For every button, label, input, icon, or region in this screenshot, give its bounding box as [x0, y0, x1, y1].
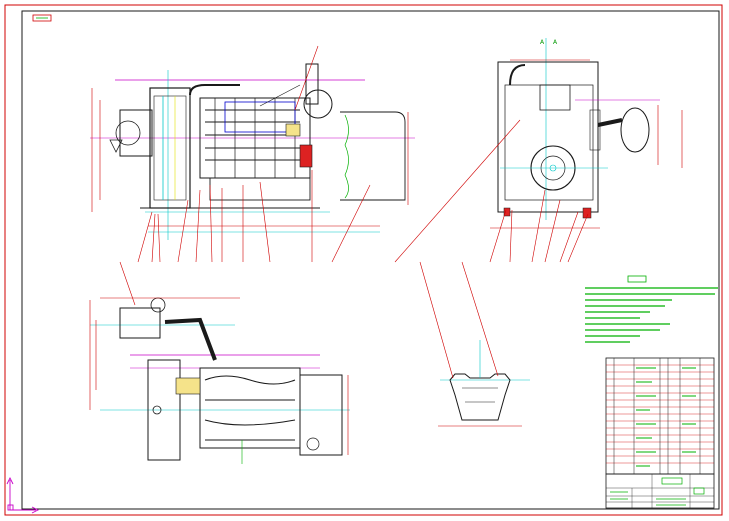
sheet-frame	[4, 4, 723, 516]
section-label-left: A	[540, 39, 545, 46]
technical-notes	[585, 275, 718, 343]
top-view-leader	[119, 261, 136, 306]
title-block	[605, 473, 715, 509]
side-view-callouts	[394, 119, 589, 263]
parts-list-table	[605, 357, 715, 475]
side-view-engine: A A	[490, 38, 683, 229]
front-view-callouts	[137, 45, 371, 263]
drawing-number-box	[32, 14, 52, 22]
section-label-right: A	[553, 39, 558, 46]
ucs-axis-icon	[6, 476, 40, 514]
title-block-logo-icon	[661, 477, 683, 485]
section-detail-view	[419, 261, 530, 427]
top-view-engine	[89, 297, 350, 464]
front-view-engine	[90, 63, 415, 240]
